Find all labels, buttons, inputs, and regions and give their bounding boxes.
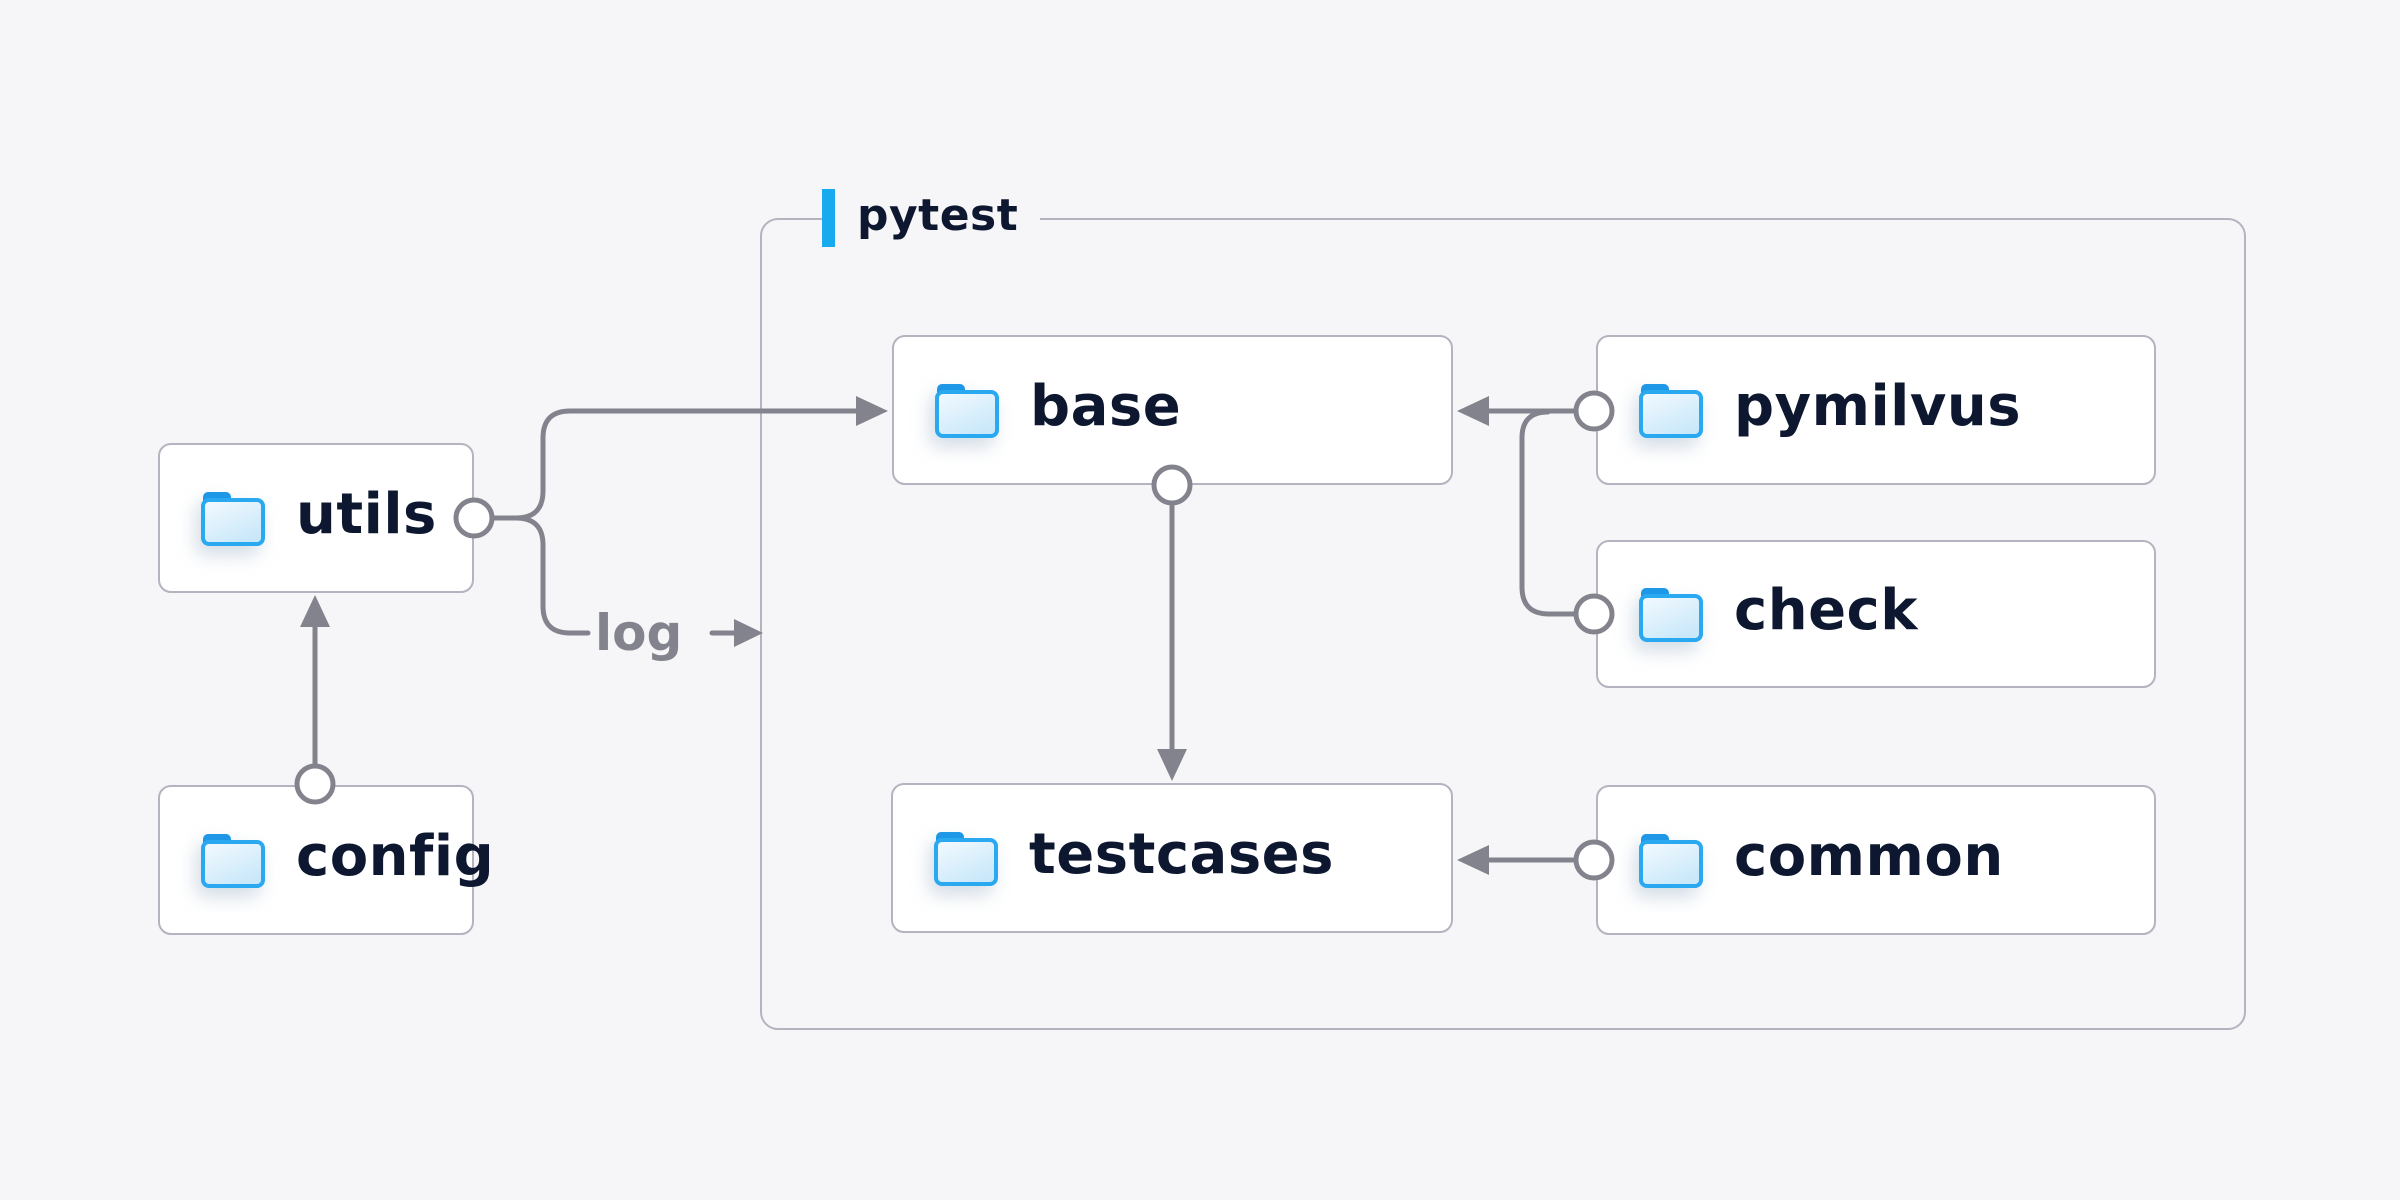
node-label: testcases xyxy=(1029,822,1334,887)
accent-bar xyxy=(822,189,835,247)
folder-icon xyxy=(1639,588,1703,642)
node-label: common xyxy=(1734,824,2004,889)
folder-body xyxy=(935,390,999,438)
node-label: pymilvus xyxy=(1734,374,2022,439)
pytest-group-title: pytest xyxy=(857,190,1019,241)
edge-label-log: log xyxy=(595,604,683,662)
node-label: base xyxy=(1030,374,1182,439)
folder-icon xyxy=(1639,834,1703,888)
node-common: common xyxy=(1596,785,2156,935)
folder-body xyxy=(201,840,265,888)
folder-icon xyxy=(201,492,265,546)
folder-body xyxy=(201,498,265,546)
node-base: base xyxy=(892,335,1453,485)
folder-body xyxy=(934,838,998,886)
pytest-group-label: pytest xyxy=(822,186,1041,250)
folder-body xyxy=(1639,594,1703,642)
arrowhead-right xyxy=(734,619,763,647)
folder-icon xyxy=(935,384,999,438)
node-label: config xyxy=(296,824,495,889)
arrowhead-up xyxy=(300,595,330,627)
folder-icon xyxy=(201,834,265,888)
folder-body xyxy=(1639,840,1703,888)
edge-line xyxy=(490,515,591,636)
node-check: check xyxy=(1596,540,2156,688)
folder-body xyxy=(1639,390,1703,438)
edge-config-to-utils xyxy=(294,595,336,805)
node-label: utils xyxy=(296,482,437,547)
folder-icon xyxy=(934,832,998,886)
node-utils: utils xyxy=(158,443,474,593)
node-config: config xyxy=(158,785,494,935)
node-pymilvus: pymilvus xyxy=(1596,335,2156,485)
folder-icon xyxy=(1639,384,1703,438)
node-testcases: testcases xyxy=(891,783,1453,933)
node-label: check xyxy=(1734,578,1918,643)
